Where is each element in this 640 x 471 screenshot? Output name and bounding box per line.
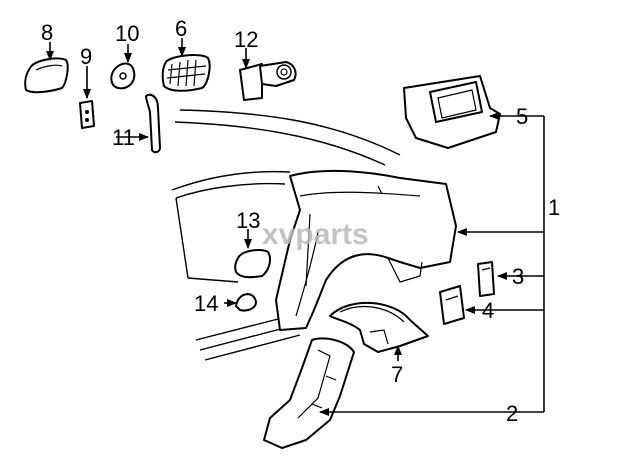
callout-4: 4 xyxy=(482,298,494,323)
part-5-inner-panel xyxy=(403,75,501,149)
callout-2: 2 xyxy=(506,401,518,426)
part-12-bracket xyxy=(239,61,297,101)
callout-3: 3 xyxy=(512,264,524,289)
callout-10: 10 xyxy=(115,21,139,46)
part-8-marker-lamp xyxy=(24,57,69,94)
callout-6: 6 xyxy=(175,16,187,41)
part-11-moulding xyxy=(145,93,161,154)
part-10-grommet xyxy=(110,62,136,90)
callout-14: 14 xyxy=(194,291,218,316)
callout-7: 7 xyxy=(391,362,403,387)
part-2-pillar xyxy=(263,337,355,449)
callout-5: 5 xyxy=(516,104,528,129)
part-7-wheelhouse xyxy=(329,302,429,353)
part-1-quarter-panel xyxy=(275,169,457,331)
watermark: xvparts xyxy=(262,218,369,251)
callout-8: 8 xyxy=(41,20,53,45)
part-9-clip xyxy=(79,100,95,129)
callout-1: 1 xyxy=(548,195,560,220)
callout-12: 12 xyxy=(234,27,258,52)
part-3-bracket xyxy=(477,261,495,297)
callout-13: 13 xyxy=(236,208,260,233)
part-4-bracket xyxy=(439,285,465,325)
part-14-cap xyxy=(235,293,257,312)
part-6-vent-grille xyxy=(161,54,211,92)
callout-9: 9 xyxy=(80,44,92,69)
car-body-outline xyxy=(171,109,401,361)
part-13-fuel-door xyxy=(234,249,271,279)
leader-lines xyxy=(319,112,545,416)
callout-11: 11 xyxy=(112,125,135,150)
